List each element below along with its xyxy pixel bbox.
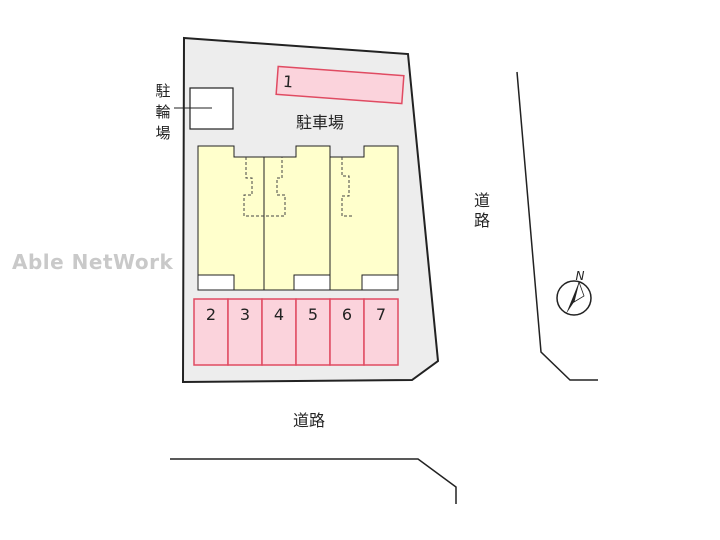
unit-2 <box>263 145 331 291</box>
parking-space-1-number: 1 <box>282 72 294 92</box>
compass-north-label: N <box>576 269 585 283</box>
compass-icon: N <box>556 269 592 316</box>
road-south-label: 道路 <box>293 411 325 430</box>
unit-3-entrance <box>361 274 399 291</box>
unit-1 <box>197 145 265 291</box>
building-units <box>197 145 399 291</box>
unit-2-dashed-outline <box>341 157 352 217</box>
parking-space-5 <box>295 298 331 366</box>
road-east-edge <box>516 71 598 381</box>
parking-space-3 <box>227 298 263 366</box>
bicycle-parking-char-1: 駐 <box>155 82 170 100</box>
bicycle-parking-char-2: 輪 <box>155 103 170 121</box>
parking-space-1: 1 <box>275 65 405 105</box>
parking-space-7-number: 7 <box>376 305 386 324</box>
road-east-char-2: 路 <box>474 211 490 230</box>
parking-space-5-number: 5 <box>308 305 318 324</box>
unit-1-entrance <box>197 274 235 291</box>
parking-label: 駐車場 <box>296 113 344 132</box>
watermark-text: Able NetWork <box>12 250 173 274</box>
parking-space-2 <box>193 298 229 366</box>
road-south-edge <box>170 458 457 504</box>
unit-1-dashed-outline <box>243 157 286 217</box>
parking-row: 2 3 4 5 6 7 <box>193 298 399 366</box>
parking-space-7 <box>363 298 399 366</box>
unit-3 <box>329 145 399 291</box>
unit-2-entrance <box>293 274 331 291</box>
parking-space-2-number: 2 <box>206 305 216 324</box>
parking-space-6-number: 6 <box>342 305 352 324</box>
parking-space-3-number: 3 <box>240 305 250 324</box>
parking-space-4-number: 4 <box>274 305 284 324</box>
road-east-char-1: 道 <box>474 191 490 210</box>
bicycle-parking-char-3: 場 <box>155 124 170 142</box>
